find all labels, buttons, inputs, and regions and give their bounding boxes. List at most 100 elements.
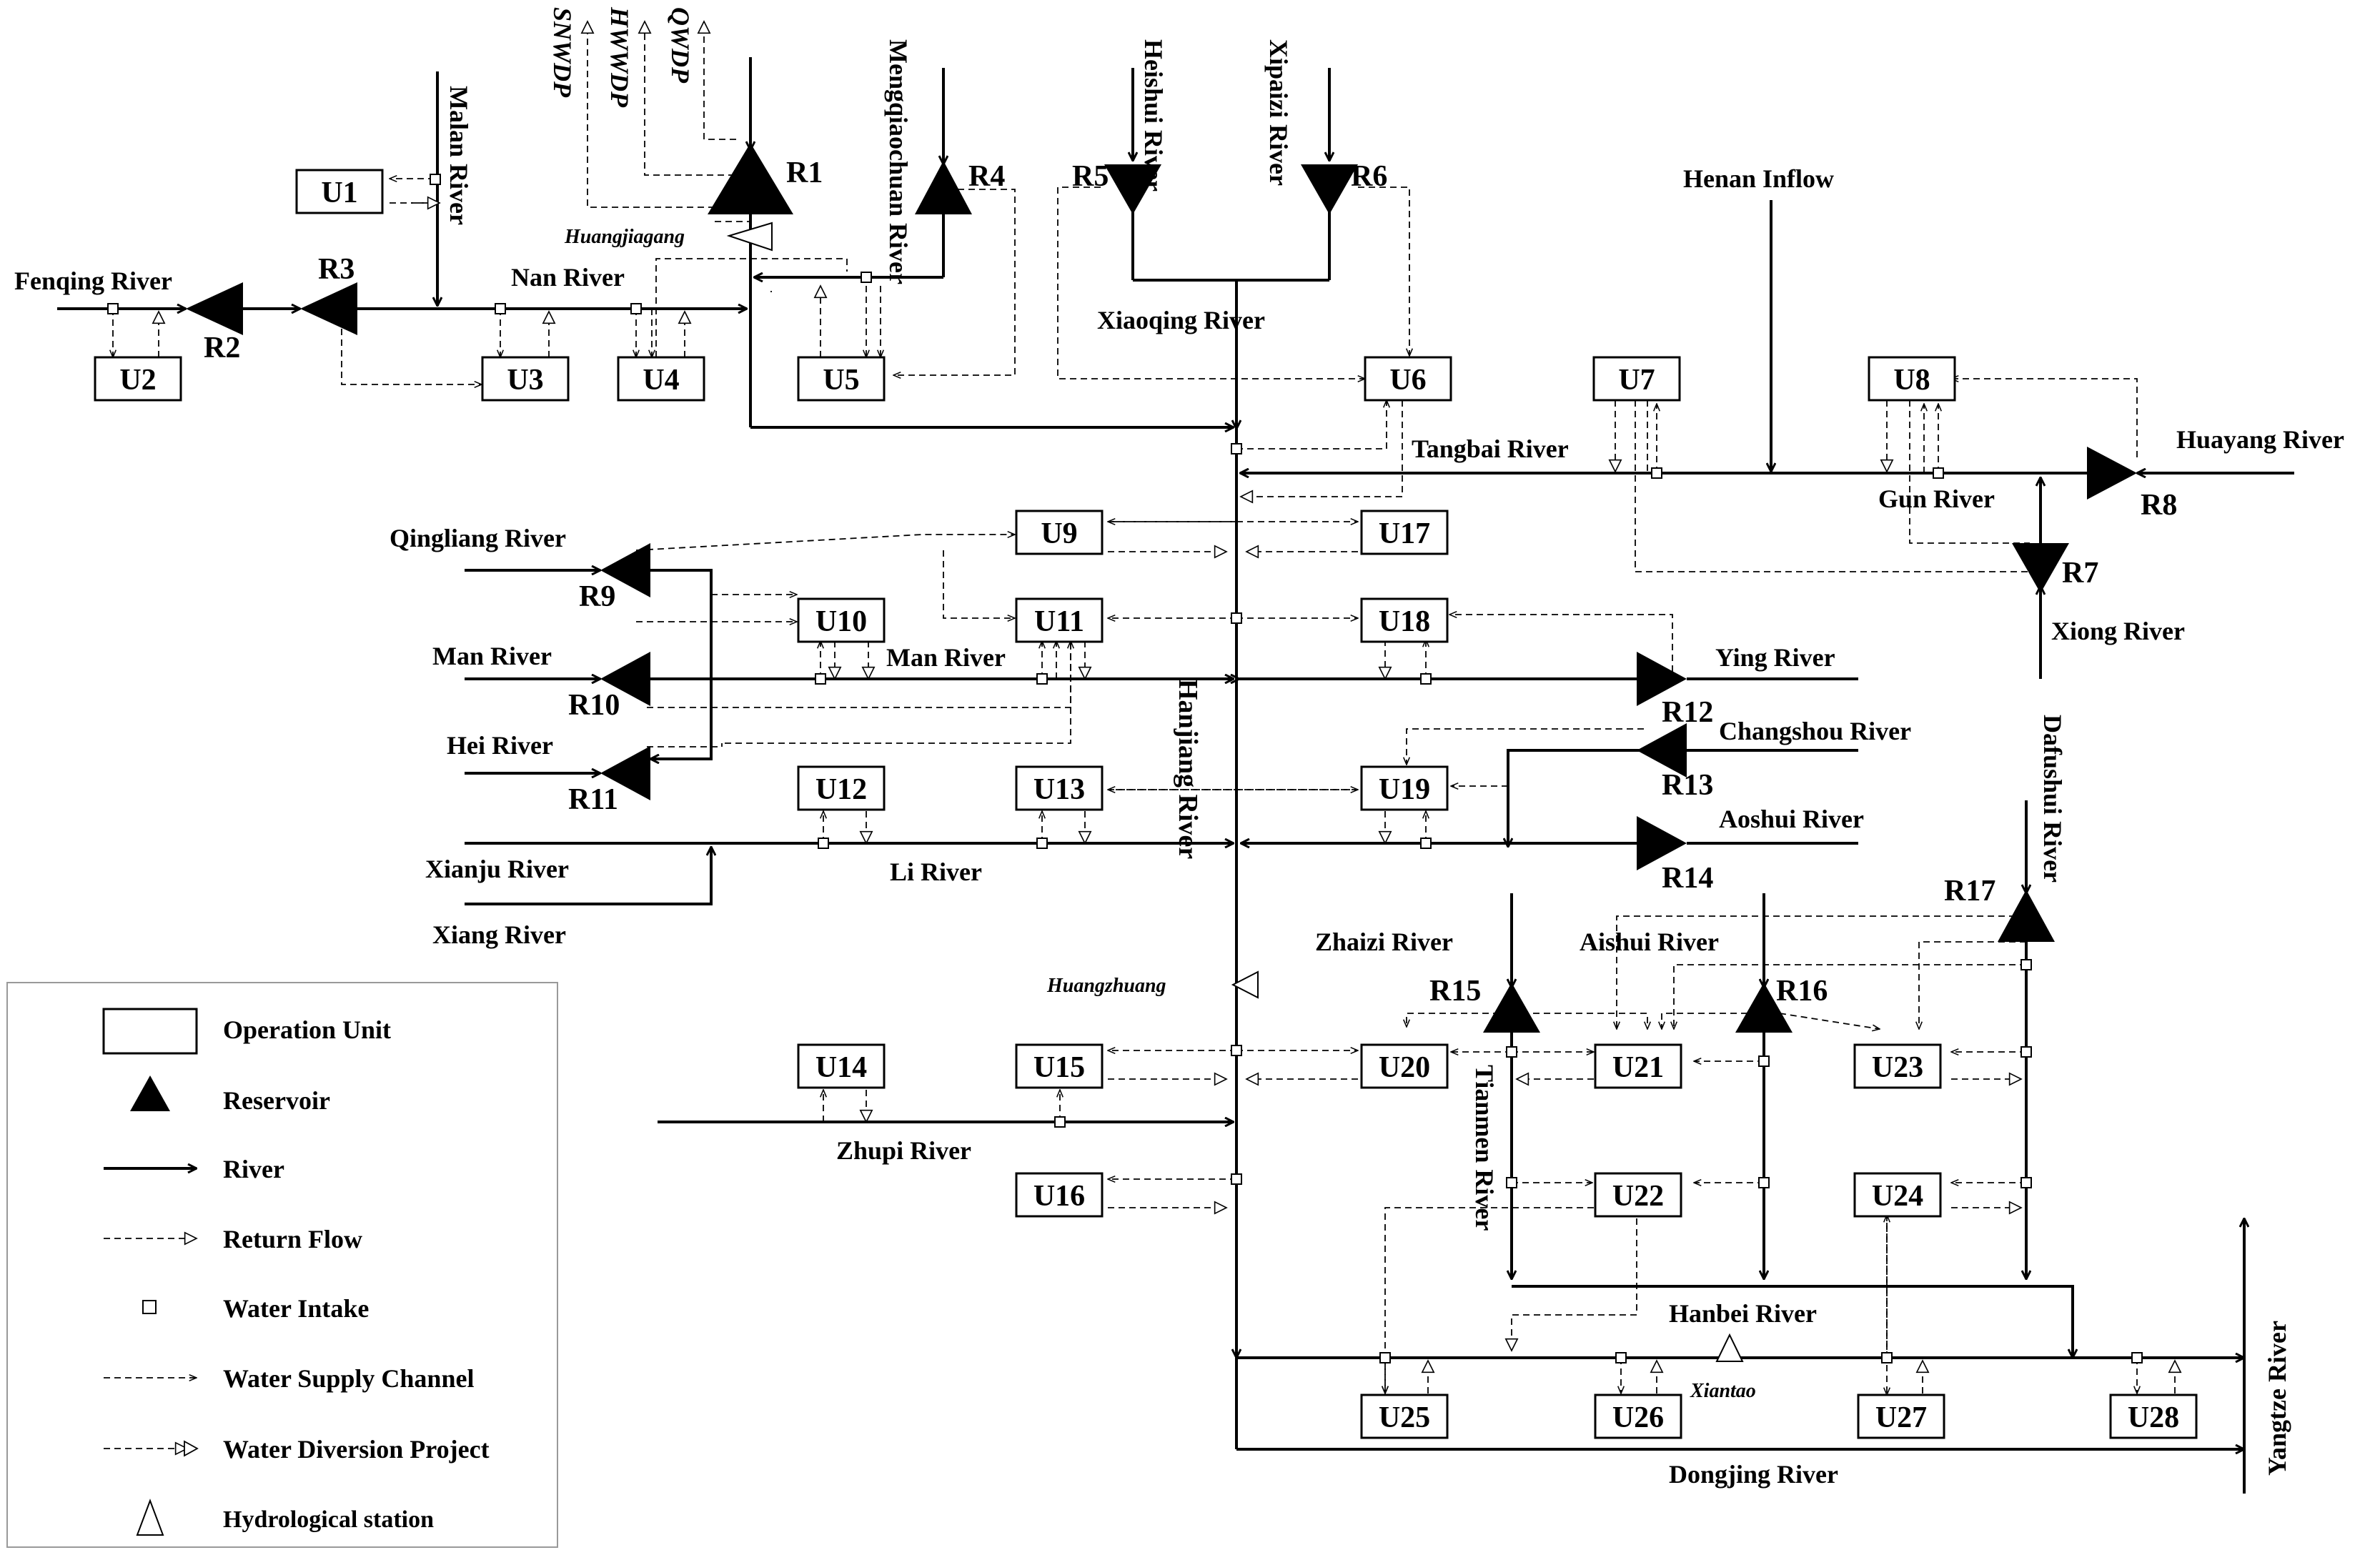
unit-label: U15 <box>1033 1051 1085 1084</box>
intake <box>2131 1352 2143 1363</box>
station-huangjiagang-icon <box>726 222 773 252</box>
unit-label: U3 <box>507 364 543 397</box>
operation-unit-25: U25 <box>1360 1393 1449 1439</box>
legend-unit-icon <box>102 1008 198 1055</box>
station-huangzhuang-icon <box>1231 970 1259 999</box>
unit-label: U18 <box>1379 605 1430 638</box>
intakes-layer <box>107 174 2143 1363</box>
unit-box <box>94 356 182 402</box>
unit-box <box>1015 510 1104 555</box>
legend-label: River <box>223 1155 284 1183</box>
reservoir-label: R2 <box>204 332 240 364</box>
label-hwwdp: HWWDP <box>605 6 634 108</box>
unit-box <box>1360 1393 1449 1439</box>
unit-box <box>1857 1393 1945 1439</box>
operation-unit-18: U18 <box>1360 597 1449 643</box>
label-malan-river: Malan River <box>445 86 473 225</box>
unit-label: U19 <box>1379 773 1430 806</box>
unit-label: U16 <box>1033 1180 1085 1213</box>
unit-box <box>797 597 886 643</box>
intake <box>630 303 642 314</box>
unit-box <box>1015 1172 1104 1218</box>
label-gun-river: Gun River <box>1878 485 1995 513</box>
operation-unit-14: U14 <box>797 1043 886 1089</box>
reservoir-label: R10 <box>568 689 620 722</box>
label-hei-river: Hei River <box>447 731 553 760</box>
reservoir-r9-icon <box>600 543 650 597</box>
operation-unit-17: U17 <box>1360 510 1449 555</box>
intake <box>1420 838 1432 849</box>
unit-box <box>797 765 886 811</box>
unit-box <box>617 356 705 402</box>
intake <box>1651 467 1662 479</box>
label-dafushui-river: Dafushui River <box>2038 715 2067 883</box>
intake <box>1933 467 1944 479</box>
legend-label: Water Supply Channel <box>223 1364 474 1393</box>
operation-unit-1: U1 <box>295 169 384 214</box>
label-zhaizi-river: Zhaizi River <box>1315 928 1453 956</box>
unit-box <box>1015 765 1104 811</box>
intake <box>107 303 119 314</box>
intake <box>2020 1177 2032 1188</box>
operation-unit-23: U23 <box>1853 1043 1942 1089</box>
reservoir-r2-icon <box>186 282 243 335</box>
operation-unit-11: U11 <box>1015 597 1104 643</box>
reservoir-label: R1 <box>786 157 823 189</box>
intake <box>1231 1173 1242 1185</box>
label-nan-river: Nan River <box>511 263 625 292</box>
intake <box>1506 1177 1517 1188</box>
river-labels: Fenqing River Malan River Nan River Meng… <box>14 39 2344 1489</box>
unit-label: U22 <box>1612 1180 1664 1213</box>
unit-box <box>797 356 886 402</box>
unit-box <box>481 356 570 402</box>
unit-label: U28 <box>2128 1401 2179 1434</box>
reservoir-r10-icon <box>600 652 650 706</box>
label-man-river-west: Man River <box>432 642 552 670</box>
intake <box>1231 612 1242 624</box>
label-huayang-river: Huayang River <box>2176 425 2344 454</box>
operation-unit-4: U4 <box>617 356 705 402</box>
legend-diversion-arrow-icon <box>184 1440 199 1457</box>
label-li-river: Li River <box>890 858 982 886</box>
reservoir-r16-icon <box>1735 983 1793 1033</box>
label-tianmen-river: Tianmen River <box>1470 1065 1499 1231</box>
station-xiantao-icon <box>1715 1333 1744 1362</box>
legend-label: Hydrological station <box>223 1506 434 1533</box>
unit-box <box>1015 597 1104 643</box>
unit-label: U24 <box>1872 1180 1923 1213</box>
unit-label: U8 <box>1893 364 1930 397</box>
operation-unit-5: U5 <box>797 356 886 402</box>
intake <box>1036 838 1048 849</box>
operation-unit-21: U21 <box>1594 1043 1682 1089</box>
intake <box>430 174 441 185</box>
label-tangbai-river: Tangbai River <box>1412 434 1569 463</box>
unit-label: U25 <box>1379 1401 1430 1434</box>
intake <box>495 303 506 314</box>
intake <box>2020 1046 2032 1058</box>
reservoir-r6-icon <box>1301 164 1358 214</box>
unit-label: U26 <box>1612 1401 1664 1434</box>
legend-label: Return Flow <box>223 1225 362 1253</box>
label-fenqing-river: Fenqing River <box>14 267 172 295</box>
operation-unit-24: U24 <box>1853 1172 1942 1218</box>
intake <box>815 673 826 685</box>
unit-box <box>2109 1393 2198 1439</box>
rivers-layer <box>57 57 2294 1494</box>
operation-unit-2: U2 <box>94 356 182 402</box>
reservoir-label: R8 <box>2141 489 2177 522</box>
reservoir-label: R7 <box>2062 557 2098 590</box>
label-henan-inflow: Henan Inflow <box>1683 164 1834 193</box>
reservoir-label: R5 <box>1072 160 1109 193</box>
unit-label: U2 <box>119 364 156 397</box>
operation-unit-26: U26 <box>1594 1393 1682 1439</box>
reservoir-r5-icon <box>1104 164 1161 214</box>
operation-unit-20: U20 <box>1360 1043 1449 1089</box>
label-ying-river: Ying River <box>1715 643 1835 672</box>
unit-box <box>1853 1172 1942 1218</box>
intake <box>1231 443 1242 454</box>
unit-box <box>1868 356 1956 402</box>
legend-label: Water Diversion Project <box>223 1435 490 1464</box>
label-xiong-river: Xiong River <box>2051 617 2185 645</box>
